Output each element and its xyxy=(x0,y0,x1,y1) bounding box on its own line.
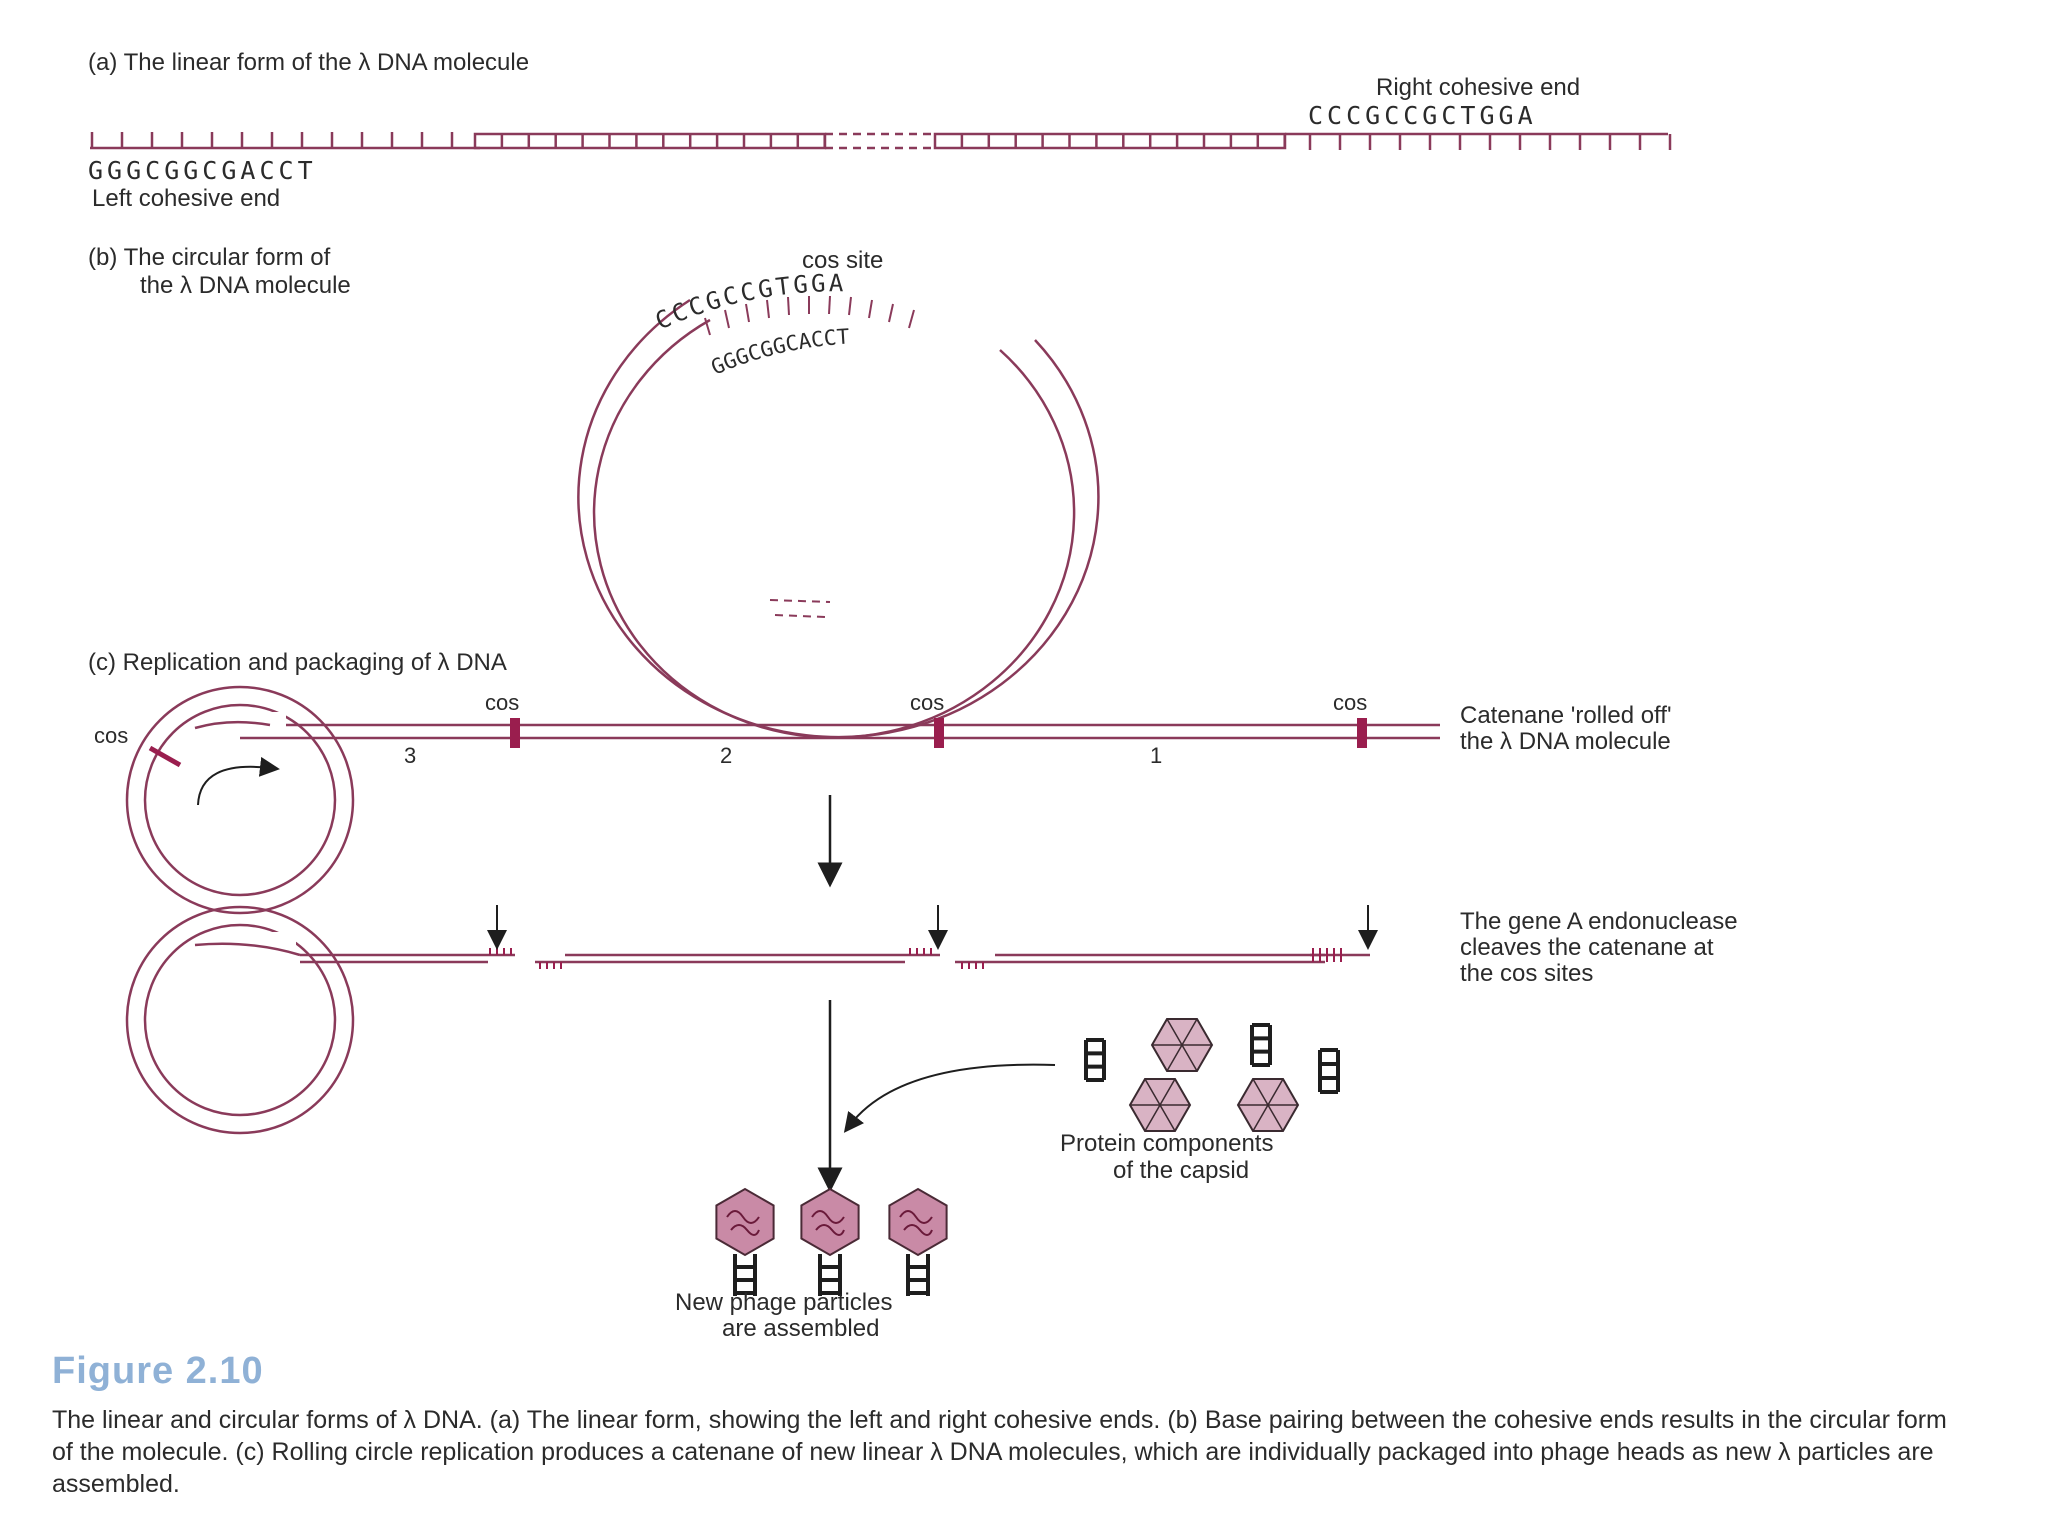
cos-label-2: cos xyxy=(910,690,944,715)
segment-number-1: 1 xyxy=(1150,743,1162,768)
strand-gap xyxy=(760,584,840,624)
phage-particle-icon xyxy=(715,1187,775,1296)
catenane-label-line1: Catenane 'rolled off' xyxy=(1460,702,1672,729)
curved-arrow-icon xyxy=(197,756,280,806)
double-strand-region xyxy=(473,132,1287,150)
inner-strand xyxy=(592,318,1076,739)
protein-assembly-arrow xyxy=(843,1063,1056,1133)
ds-left-block xyxy=(473,132,827,150)
phage-tail-icon xyxy=(1318,1048,1340,1094)
left-single-strand xyxy=(90,132,480,150)
catenane-label-line2: the λ DNA molecule xyxy=(1460,728,1671,755)
cleaved-segments xyxy=(488,953,1370,964)
figure-caption: The linear and circular forms of λ DNA. … xyxy=(52,1406,1947,1498)
segment-number-3: 3 xyxy=(404,743,416,768)
figure-title: Figure 2.10 xyxy=(52,1350,264,1392)
cos-inner-sequence: GGGCGGCACCT xyxy=(708,325,851,380)
new-phage-particles xyxy=(715,1187,948,1296)
phage-label-line2: are assembled xyxy=(722,1315,879,1342)
cos-label-1: cos xyxy=(485,690,519,715)
protein-components xyxy=(1084,1018,1340,1132)
cos-mark-circle xyxy=(148,745,182,768)
sticky-end-ticks xyxy=(489,948,1342,969)
protein-label-line2: of the capsid xyxy=(1113,1157,1249,1184)
phage-tail-icon xyxy=(1084,1038,1106,1082)
right-cohesive-end-label: Right cohesive end xyxy=(1376,74,1580,101)
panel-a: (a) The linear form of the λ DNA molecul… xyxy=(88,49,1672,212)
panel-a-title: (a) The linear form of the λ DNA molecul… xyxy=(88,49,529,76)
cos-base-pairs xyxy=(704,295,915,336)
phage-label-line1: New phage particles xyxy=(675,1289,892,1316)
panel-c-title: (c) Replication and packaging of λ DNA xyxy=(88,649,507,676)
panel-b-title-line2: the λ DNA molecule xyxy=(140,272,351,299)
left-cohesive-end-sequence: GGGCGGCGACCT xyxy=(88,156,317,185)
capsid-head-icon xyxy=(1150,1018,1214,1072)
right-cohesive-end-sequence: CCCGCCGCTGGA xyxy=(1308,101,1537,130)
cos-outer-sequence: CCCGCCGTGGA xyxy=(651,269,846,335)
protein-label-line1: Protein components xyxy=(1060,1130,1273,1157)
capsid-head-icon xyxy=(1236,1078,1300,1132)
phage-particle-icon xyxy=(888,1187,948,1296)
gene-a-label-line1: The gene A endonuclease xyxy=(1460,908,1738,935)
panel-c: (c) Replication and packaging of λ DNA c… xyxy=(88,649,1738,1342)
segment-number-2: 2 xyxy=(720,743,732,768)
cos-site-label: cos site xyxy=(802,247,883,274)
outer-strand xyxy=(577,298,1100,739)
right-single-strand xyxy=(1285,132,1672,150)
gene-a-label-line3: the cos sites xyxy=(1460,960,1593,987)
cleaved-circle xyxy=(125,905,488,1135)
cos-label-circle: cos xyxy=(94,723,128,748)
phage-particle-icon xyxy=(800,1187,860,1296)
left-cohesive-end-label: Left cohesive end xyxy=(92,185,280,212)
phage-tail-icon xyxy=(1250,1023,1272,1067)
gene-a-label-line2: cleaves the catenane at xyxy=(1460,934,1714,961)
cos-label-3: cos xyxy=(1333,690,1367,715)
rolling-circle xyxy=(125,685,1440,915)
capsid-head-icon xyxy=(1128,1078,1192,1132)
gap-dash-outer xyxy=(769,599,831,603)
ds-right-block xyxy=(933,132,1287,150)
catenane-cos-marks xyxy=(510,718,1367,748)
panel-b-title-line1: (b) The circular form of xyxy=(88,244,331,271)
